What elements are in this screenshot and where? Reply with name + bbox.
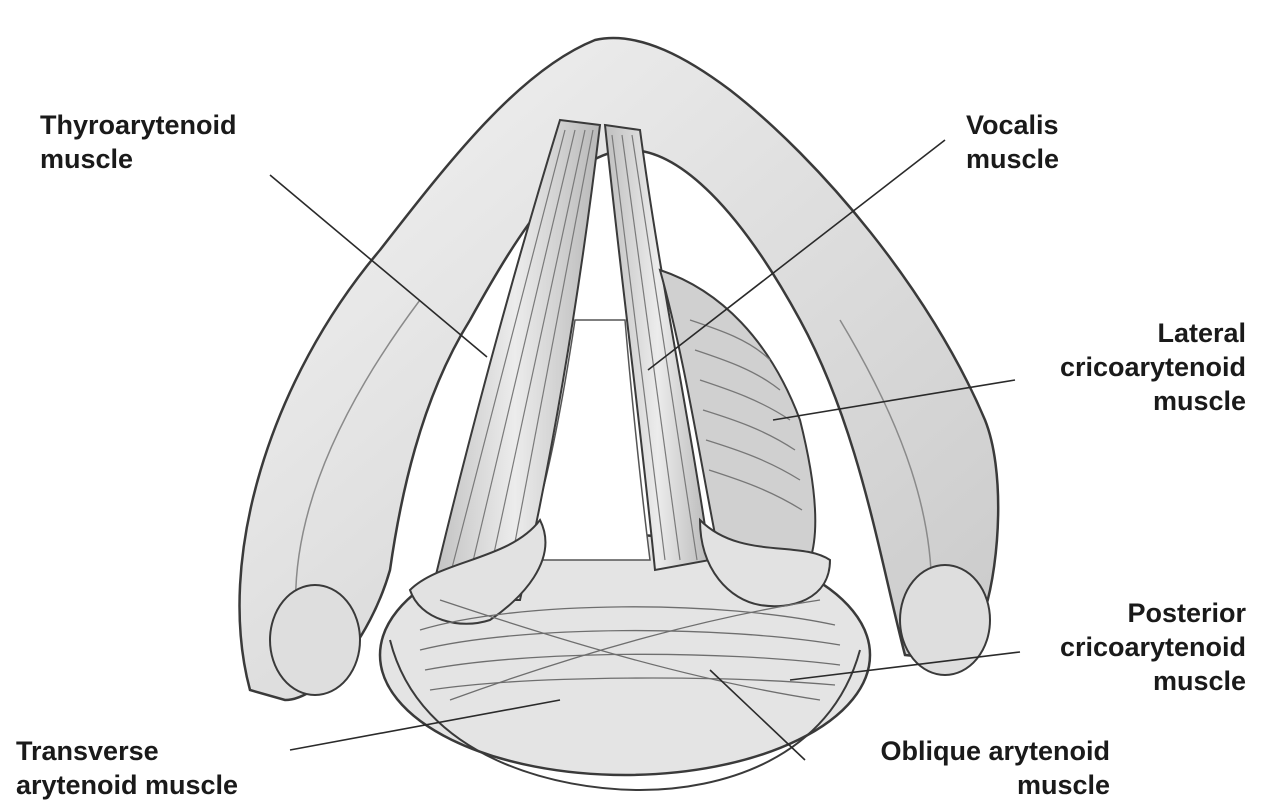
label-oblique-arytenoid-muscle: Oblique arytenoid muscle xyxy=(820,734,1110,802)
label-posterior-crico-line2: cricoarytenoid xyxy=(1060,630,1246,664)
label-transverse-line2: arytenoid muscle xyxy=(16,768,238,802)
right-inferior-horn xyxy=(900,565,990,675)
label-oblique-line1: Oblique arytenoid xyxy=(820,734,1110,768)
left-inferior-horn xyxy=(270,585,360,695)
label-lateral-cricoarytenoid-muscle: Lateral cricoarytenoid muscle xyxy=(1060,316,1246,418)
label-vocalis-line2: muscle xyxy=(966,142,1059,176)
label-vocalis-line1: Vocalis xyxy=(966,108,1059,142)
label-lateral-crico-line2: cricoarytenoid xyxy=(1060,350,1246,384)
label-oblique-line2: muscle xyxy=(820,768,1110,802)
label-lateral-crico-line1: Lateral xyxy=(1060,316,1246,350)
label-lateral-crico-line3: muscle xyxy=(1060,384,1246,418)
label-posterior-crico-line1: Posterior xyxy=(1060,596,1246,630)
label-thyroarytenoid-line2: muscle xyxy=(40,142,237,176)
label-transverse-arytenoid-muscle: Transverse arytenoid muscle xyxy=(16,734,238,802)
label-thyroarytenoid-muscle: Thyroarytenoid muscle xyxy=(40,108,237,176)
label-posterior-crico-line3: muscle xyxy=(1060,664,1246,698)
label-thyroarytenoid-line1: Thyroarytenoid xyxy=(40,108,237,142)
label-vocalis-muscle: Vocalis muscle xyxy=(966,108,1059,176)
label-transverse-line1: Transverse xyxy=(16,734,238,768)
label-posterior-cricoarytenoid-muscle: Posterior cricoarytenoid muscle xyxy=(1060,596,1246,698)
